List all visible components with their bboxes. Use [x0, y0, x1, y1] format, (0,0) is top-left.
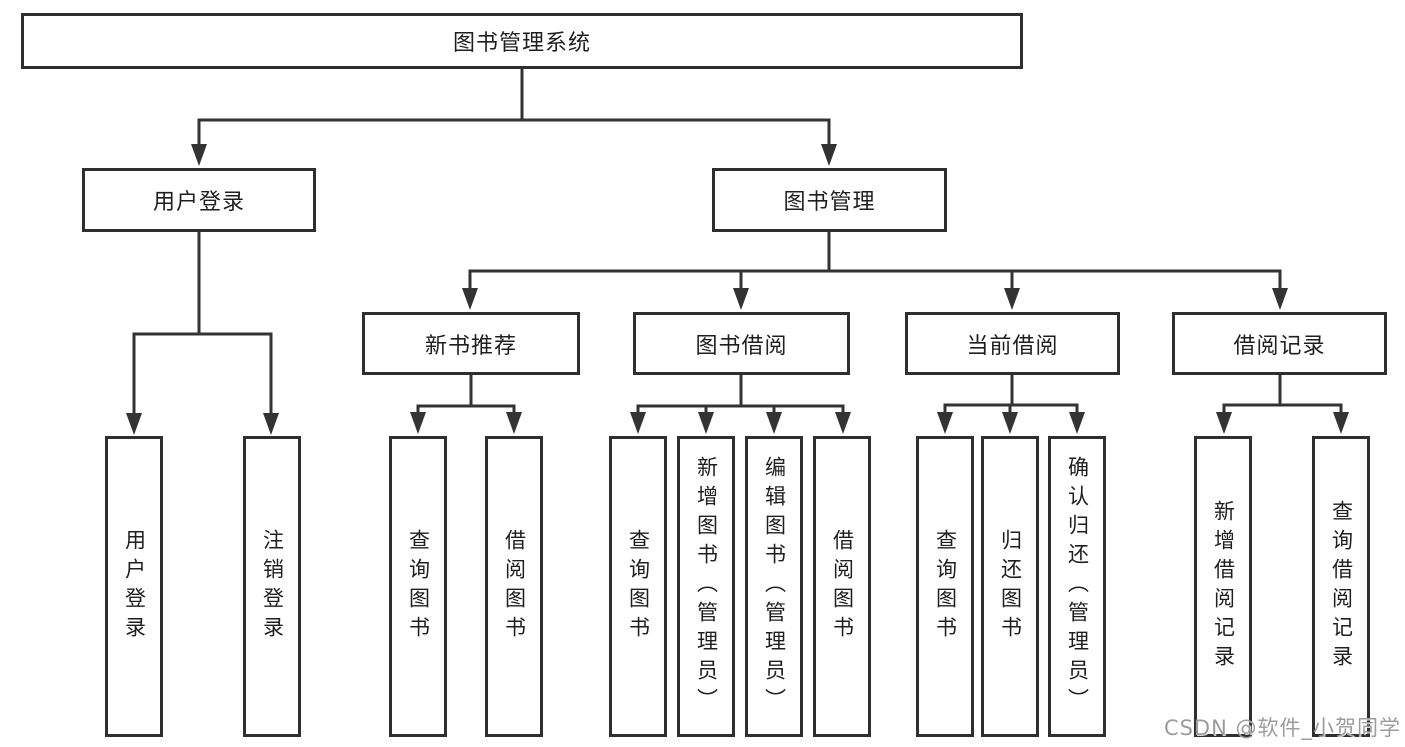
leaf-recommend-borrow-book: 借阅图书 [485, 436, 543, 737]
leaf-logout-label: 注销登录 [260, 528, 285, 645]
node-book-borrowing: 图书借阅 [633, 312, 850, 375]
leaf-return-book-label: 归还图书 [998, 528, 1023, 645]
leaf-user-login: 用户登录 [105, 436, 163, 737]
leaf-edit-book-admin-label: 编辑图书（管理员） [762, 456, 787, 717]
leaf-return-book: 归还图书 [981, 436, 1039, 737]
node-root: 图书管理系统 [21, 13, 1023, 69]
leaf-add-borrow-record-label: 新增借阅记录 [1211, 499, 1236, 674]
leaf-add-book-admin-label: 新增图书（管理员） [694, 456, 719, 717]
node-current-borrowing: 当前借阅 [905, 312, 1120, 375]
leaf-current-query-book: 查询图书 [916, 436, 974, 737]
leaf-confirm-return-admin: 确认归还（管理员） [1048, 436, 1106, 737]
node-book-management: 图书管理 [712, 168, 947, 232]
leaf-borrow-book: 借阅图书 [813, 436, 871, 737]
leaf-add-book-admin: 新增图书（管理员） [677, 436, 735, 737]
csdn-watermark: CSDN @软件_小贺同学 [1163, 716, 1401, 740]
leaf-query-borrow-record: 查询借阅记录 [1312, 436, 1370, 737]
leaf-recommend-borrow-book-label: 借阅图书 [502, 528, 527, 645]
node-user-login: 用户登录 [82, 168, 316, 232]
node-new-book-recommend: 新书推荐 [362, 312, 580, 375]
leaf-confirm-return-admin-label: 确认归还（管理员） [1065, 456, 1090, 717]
leaf-query-borrow-record-label: 查询借阅记录 [1329, 499, 1354, 674]
leaf-add-borrow-record: 新增借阅记录 [1194, 436, 1252, 737]
leaf-user-login-label: 用户登录 [122, 528, 147, 645]
node-borrowing-records: 借阅记录 [1172, 312, 1387, 375]
leaf-edit-book-admin: 编辑图书（管理员） [745, 436, 803, 737]
leaf-recommend-query-book-label: 查询图书 [406, 528, 431, 645]
connector-paths [132, 65, 1343, 416]
leaf-borrowing-query-book-label: 查询图书 [626, 528, 651, 645]
leaf-current-query-book-label: 查询图书 [933, 528, 958, 645]
arrowheads [126, 144, 1349, 435]
leaf-recommend-query-book: 查询图书 [389, 436, 447, 737]
leaf-borrowing-query-book: 查询图书 [609, 436, 667, 737]
leaf-borrow-book-label: 借阅图书 [830, 528, 855, 645]
leaf-logout: 注销登录 [243, 436, 301, 737]
